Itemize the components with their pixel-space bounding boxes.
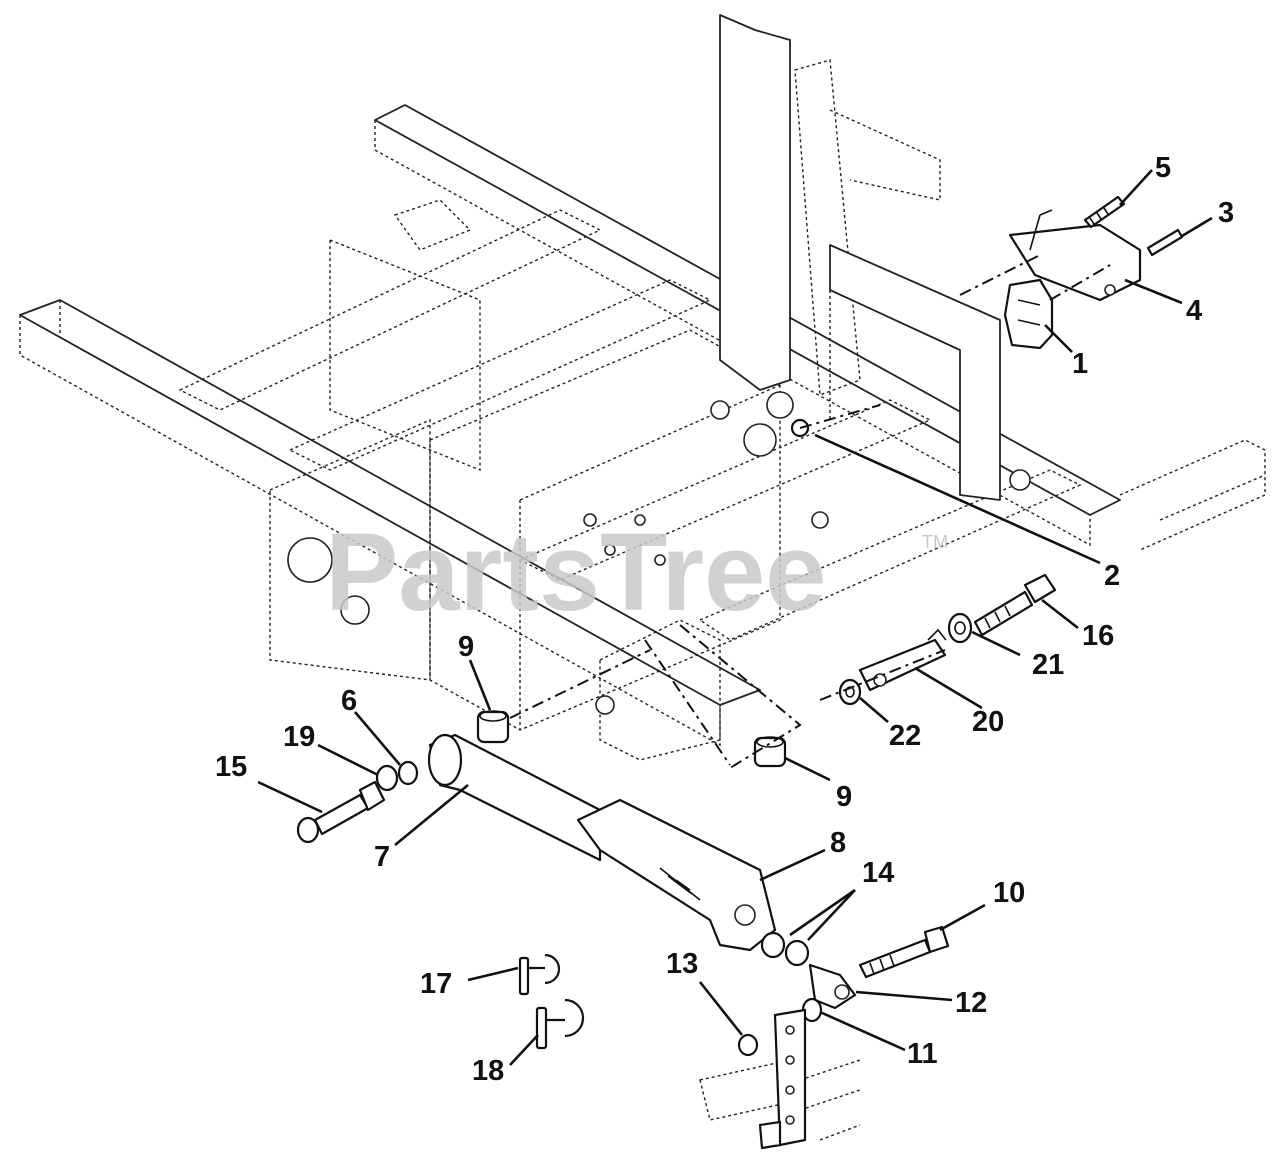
cylinder-part [427,733,602,862]
screw-part-small [1146,228,1184,257]
callout-9-lower: 9 [836,781,852,813]
callout-1: 1 [1072,348,1088,380]
assembly-lines [509,254,1111,769]
link-part [858,628,947,692]
long-bolt-part [973,573,1057,637]
spacer-part-lower [753,736,787,768]
leader-lines [257,169,1213,1066]
leader-22 [859,697,889,723]
leader-14 [789,888,856,941]
callout-20: 20 [972,706,1004,738]
nut-part-19 [375,764,399,792]
leader-15 [257,780,323,814]
leader-10 [939,903,986,932]
lever-arm-part [576,798,777,952]
leader-9b [784,756,831,782]
leader-3 [1181,216,1213,238]
leader-13 [698,981,744,1036]
callout-6: 6 [341,685,357,717]
callout-16: 16 [1082,620,1114,652]
leader-16 [1041,598,1079,630]
leader-18 [509,1034,539,1066]
tractor-frame [19,14,1266,1141]
callout-22: 22 [889,720,921,752]
callout-8: 8 [830,827,846,859]
watermark-tm: TM [922,532,948,552]
callout-18: 18 [472,1055,504,1087]
clip-part-18 [535,998,585,1050]
callout-3: 3 [1218,197,1234,229]
callout-11: 11 [907,1038,938,1070]
callout-5: 5 [1155,152,1171,184]
rod-end-part [808,963,857,1010]
screw-part [1083,195,1126,229]
leader-17 [467,966,519,982]
washer-part-21 [947,612,973,644]
callout-13: 13 [666,948,698,980]
leader-9a [468,659,492,711]
parts [296,195,1184,1150]
leader-20 [914,666,983,710]
interlock-switch-part [1003,278,1054,350]
leader-1 [1044,324,1073,353]
leader-6 [354,711,401,766]
callout-15: 15 [215,751,247,783]
bolt-part-15 [296,780,386,844]
callout-labels: 5 3 4 1 2 16 21 20 22 9 9 6 19 15 7 8 14… [215,152,1234,1087]
leader-11 [819,1010,906,1052]
spacer-part-upper [476,710,510,744]
washer-part-22 [838,678,862,706]
callout-12: 12 [955,987,987,1019]
callout-19: 19 [283,721,315,753]
clip-part-17 [518,953,561,996]
leader-5 [1119,169,1153,206]
callout-10: 10 [993,877,1025,909]
washer-part-6 [397,760,419,786]
leader-21 [971,630,1021,657]
callout-14: 14 [862,857,894,889]
switch-bracket-part [1008,209,1142,302]
nut-part-13 [737,1033,759,1057]
leader-8 [759,848,826,882]
callout-4: 4 [1186,295,1202,327]
watermark-text: PartsTree [325,511,826,634]
leader-2 [814,433,1101,565]
callout-9-upper: 9 [458,631,474,663]
nut-part-14 [760,931,810,967]
callout-2: 2 [1104,560,1120,592]
leader-4 [1124,278,1183,305]
leader-12 [855,990,953,1002]
callout-7: 7 [374,841,390,873]
callout-17: 17 [420,968,452,1000]
bolt-part-10 [858,925,950,979]
bottom-bracket-part [758,1008,807,1150]
leader-7 [394,783,469,847]
callout-21: 21 [1032,649,1064,681]
leader-19 [317,743,379,777]
watermark: PartsTree TM [325,511,948,634]
